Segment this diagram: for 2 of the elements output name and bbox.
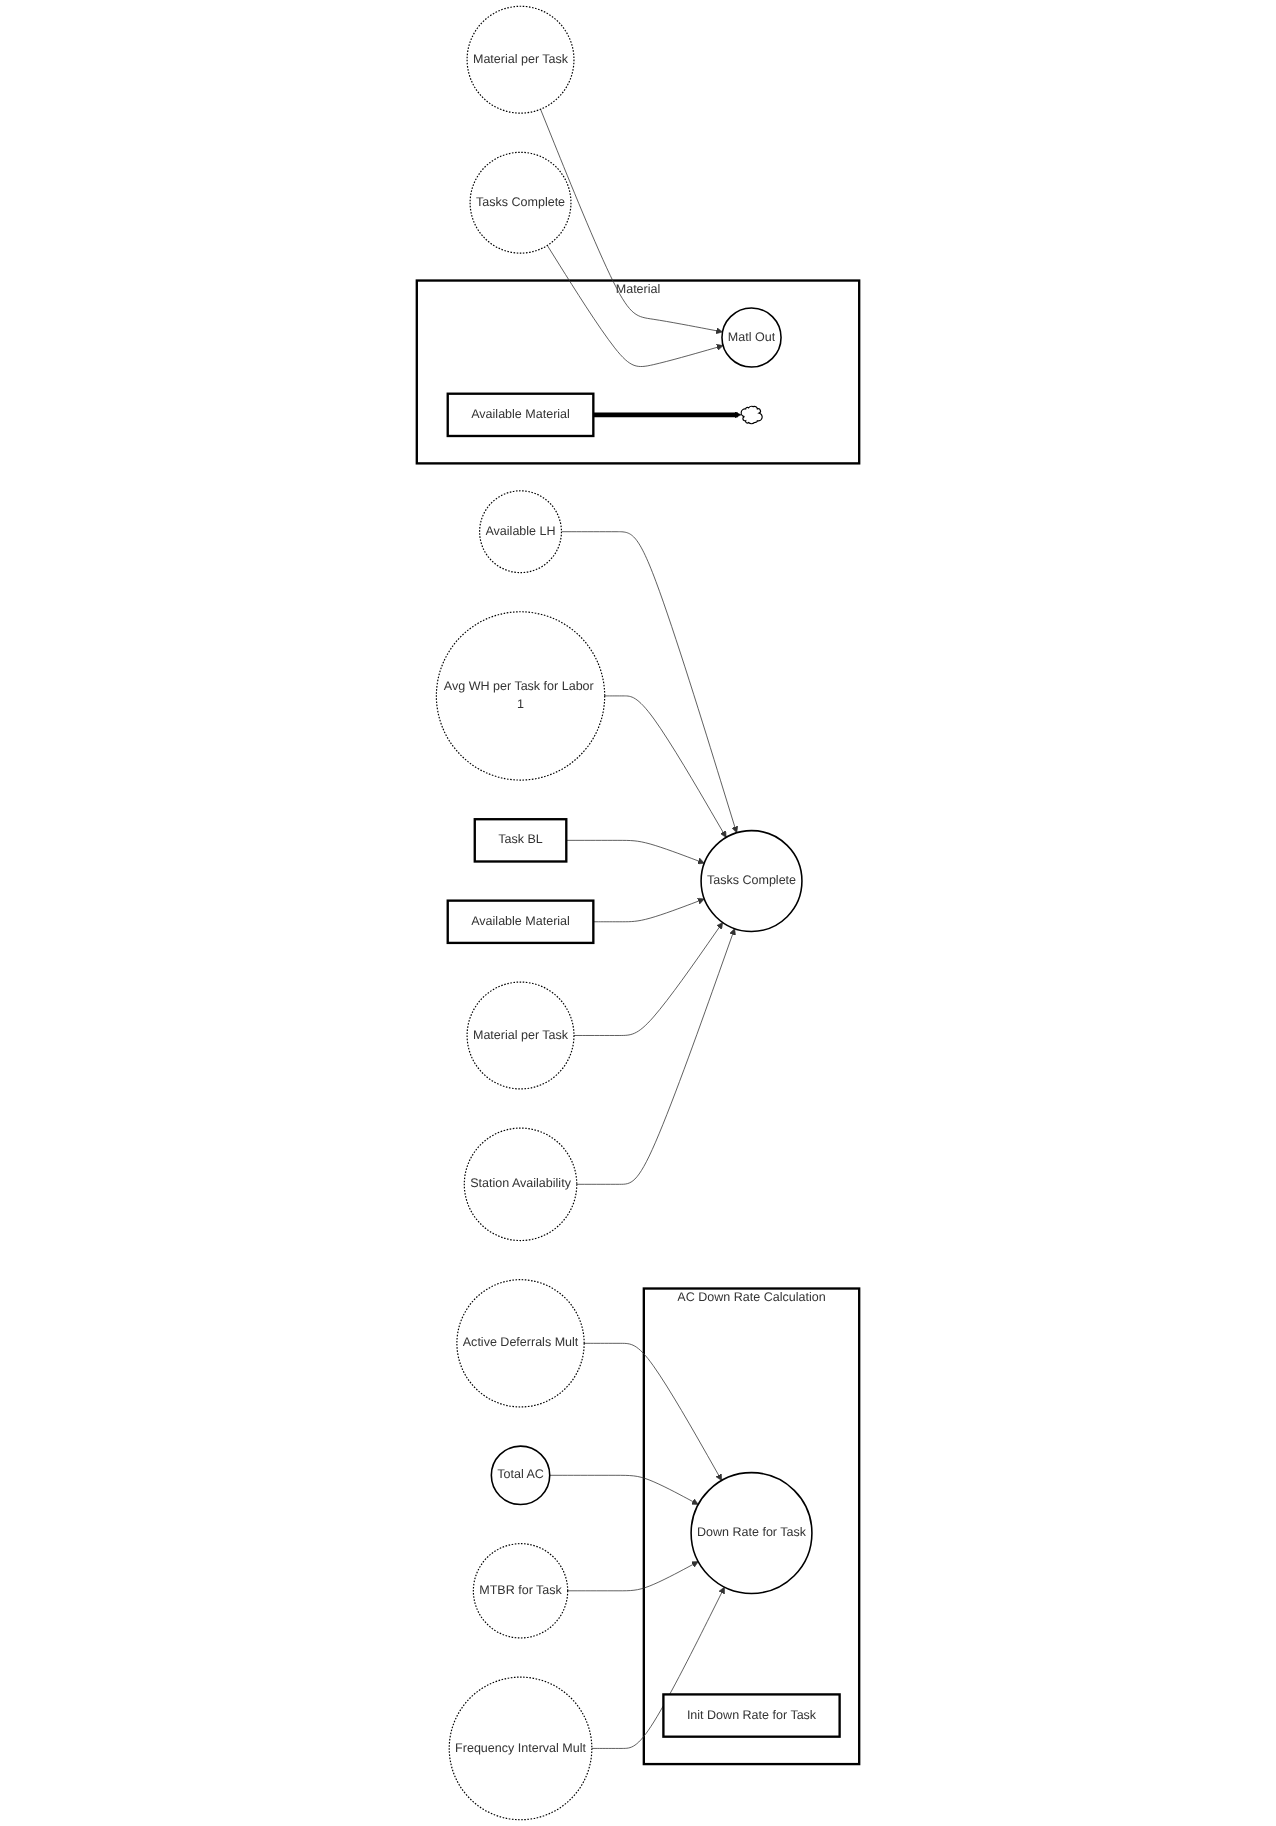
node-cloud [740,405,763,425]
arrow [593,411,742,419]
